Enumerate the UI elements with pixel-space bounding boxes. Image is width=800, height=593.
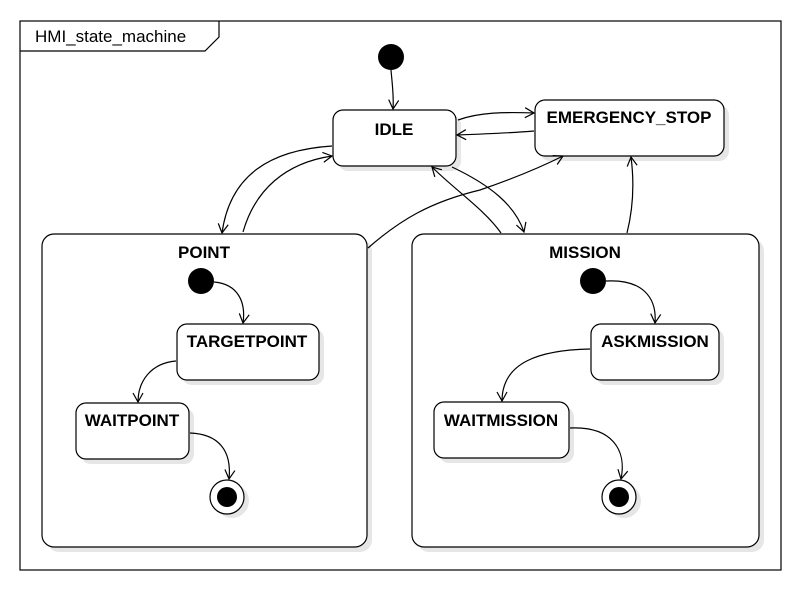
initial-state-point[interactable]	[188, 268, 214, 294]
final-state-point-dot	[217, 487, 237, 507]
state-emergency-stop-label: EMERGENCY_STOP	[546, 108, 711, 127]
transition-mission-idle[interactable]	[431, 166, 502, 234]
state-targetpoint-label: TARGETPOINT	[187, 332, 308, 351]
state-point-label: POINT	[178, 243, 231, 262]
transitions	[132, 69, 662, 481]
state-waitmission-label: WAITMISSION	[444, 411, 558, 430]
transition-idle-emergency[interactable]	[457, 107, 536, 121]
frame: HMI_state_machine	[19, 20, 782, 571]
transition-idle-point[interactable]	[217, 145, 333, 235]
frame-border	[19, 20, 782, 571]
state-waitpoint-label: WAITPOINT	[85, 411, 180, 430]
transition-emergency-idle[interactable]	[455, 129, 535, 141]
transition-mission-initial-askmission[interactable]	[605, 280, 662, 325]
transition-waitmission-final[interactable]	[569, 427, 629, 481]
transition-initial-idle[interactable]	[388, 69, 400, 111]
frame-tab	[20, 21, 220, 52]
final-state-point[interactable]	[209, 479, 249, 518]
transition-point-idle[interactable]	[242, 151, 334, 233]
transition-mission-emergency[interactable]	[626, 155, 638, 234]
frame-title: HMI_state_machine	[35, 27, 186, 46]
state-waitmission[interactable]: WAITMISSION	[433, 401, 574, 463]
state-mission[interactable]: MISSION ASKMISSION WAITMISSION	[411, 233, 764, 552]
state-askmission[interactable]: ASKMISSION	[590, 323, 724, 385]
transition-waitpoint-final[interactable]	[189, 432, 236, 481]
final-state-mission-dot	[609, 487, 629, 507]
transition-point-initial-targetpoint[interactable]	[213, 281, 250, 325]
transition-askmission-waitmission[interactable]	[496, 348, 591, 403]
transition-targetpoint-waitpoint[interactable]	[132, 360, 177, 404]
state-idle-label: IDLE	[375, 120, 414, 139]
state-point[interactable]: POINT TARGETPOINT WAITPOINT	[41, 233, 372, 552]
initial-state-top[interactable]	[378, 44, 404, 70]
state-emergency-stop[interactable]: EMERGENCY_STOP	[534, 99, 729, 161]
state-targetpoint[interactable]: TARGETPOINT	[176, 323, 324, 385]
state-idle[interactable]: IDLE	[332, 109, 461, 171]
initial-state-mission[interactable]	[580, 268, 606, 294]
state-askmission-label: ASKMISSION	[601, 332, 709, 351]
transition-point-emergency[interactable]	[367, 154, 565, 249]
state-mission-box[interactable]	[411, 233, 760, 548]
state-mission-label: MISSION	[549, 243, 621, 262]
transition-idle-mission[interactable]	[451, 166, 527, 234]
final-state-mission[interactable]	[601, 479, 641, 518]
state-point-box[interactable]	[41, 233, 368, 548]
state-waitpoint[interactable]: WAITPOINT	[75, 402, 194, 464]
